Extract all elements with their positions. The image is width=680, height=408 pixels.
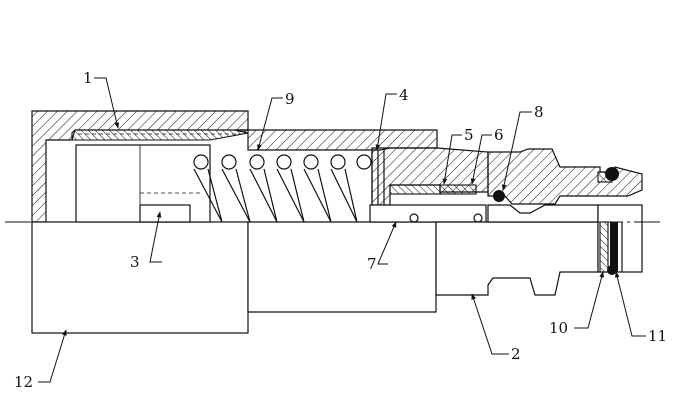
label-8: 8 [534,103,544,121]
label-6: 6 [494,126,504,144]
label-4: 4 [399,86,409,104]
inner-sleeve-part-1 [71,129,249,141]
plunger-part-3 [75,144,211,223]
label-2: 2 [511,345,521,363]
label-9: 9 [285,90,295,108]
o-ring-part-8 [493,190,505,202]
label-12: 12 [14,373,33,391]
right-top-seal [597,167,619,183]
label-10: 10 [549,319,568,337]
label-1: 1 [83,69,93,87]
label-3: 3 [130,253,140,271]
leader-lines [38,77,646,383]
label-11: 11 [648,327,667,345]
label-5: 5 [464,126,474,144]
spring-part-9 [193,154,372,223]
label-7: 7 [367,255,377,273]
